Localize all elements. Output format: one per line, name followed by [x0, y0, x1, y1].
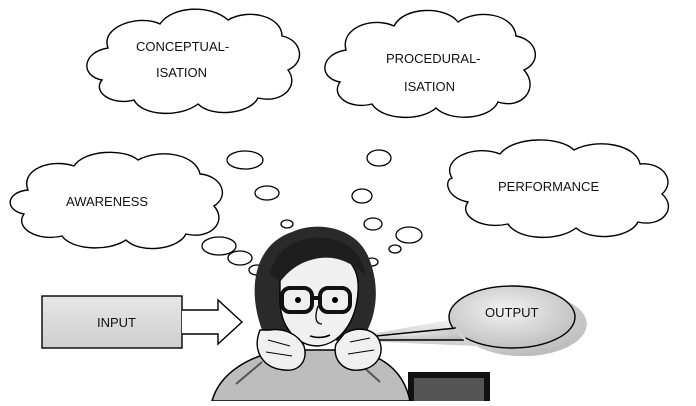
proceduralisation-label-line1: PROCEDURAL- [386, 51, 481, 66]
cloud-performance [447, 139, 669, 238]
thought-bubble [363, 217, 383, 231]
thought-bubble [280, 219, 294, 229]
cloud-proceduralisation [324, 9, 537, 119]
input-arrow [41, 295, 244, 349]
cloud-awareness [9, 151, 224, 250]
thought-bubbles [201, 149, 423, 276]
output-speech-bubble [335, 285, 587, 357]
output-label: OUTPUT [485, 305, 539, 320]
cloud-conceptualisation [86, 8, 300, 115]
thinking-child-illustration [211, 226, 490, 402]
conceptualisation-label-line2: ISATION [156, 65, 208, 80]
thought-bubble [254, 185, 280, 201]
proceduralisation-label-line2: ISATION [404, 79, 456, 94]
thought-bubble [201, 236, 237, 256]
thought-bubble [388, 244, 402, 254]
awareness-label: AWARENESS [66, 194, 149, 209]
conceptualisation-label-line1: CONCEPTUAL- [136, 39, 230, 54]
thought-bubble [366, 149, 392, 167]
thought-bubble [227, 250, 253, 266]
performance-label: PERFORMANCE [498, 179, 600, 194]
thought-bubble [226, 150, 264, 170]
thought-bubble [351, 188, 373, 204]
input-label: INPUT [97, 315, 136, 330]
thought-bubble [395, 226, 423, 244]
